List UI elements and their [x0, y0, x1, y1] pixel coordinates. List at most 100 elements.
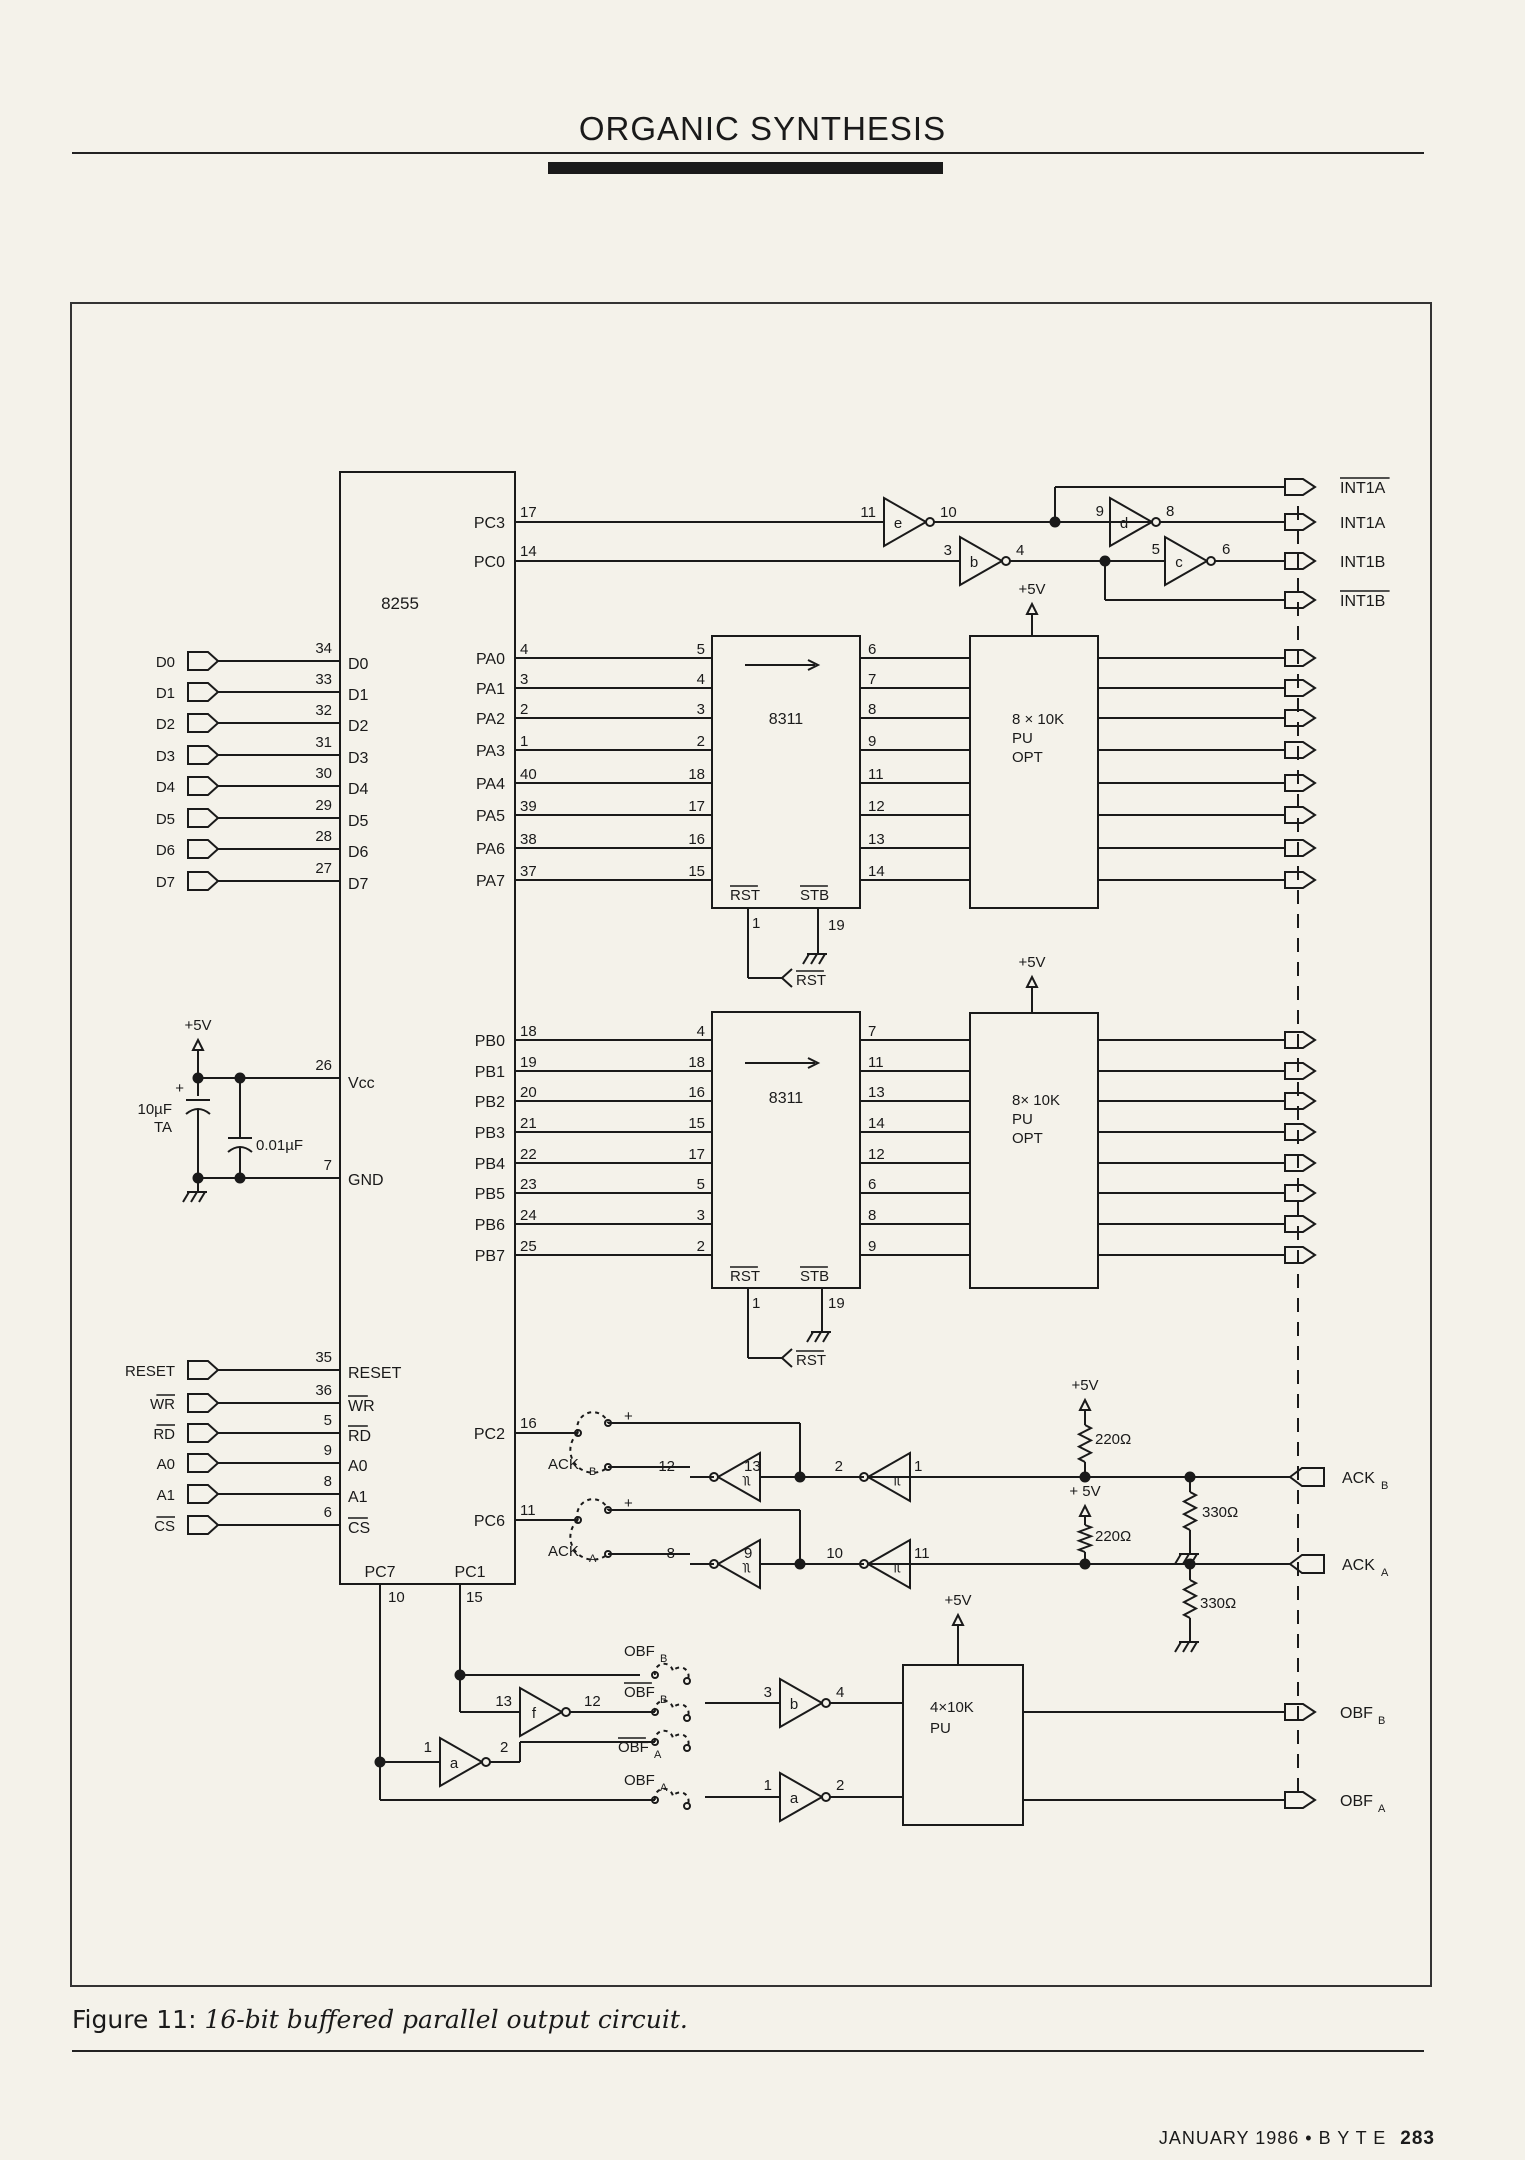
output-connector-obfb: [1284, 1703, 1317, 1721]
pin-number: 1: [764, 1777, 772, 1794]
pin-label-d7: D7: [348, 876, 369, 893]
pin-label-pc0: PC0: [474, 554, 505, 571]
resistor: [1181, 1579, 1199, 1619]
pin-label-pa4: PA4: [476, 776, 505, 793]
pin-number: 9: [324, 1442, 332, 1459]
output-connector-port-b: [1284, 1031, 1317, 1049]
obfa-out-label: OBF: [1340, 1793, 1373, 1810]
pin-number: 16: [688, 831, 705, 848]
data-input-label-d1: D1: [156, 685, 175, 702]
data-input-label-d2: D2: [156, 716, 175, 733]
pin-number: 27: [315, 860, 332, 877]
pin-label-a1: A1: [348, 1489, 368, 1506]
pin-number: 9: [744, 1545, 752, 1562]
pin-number: 31: [315, 734, 332, 751]
pin-number: 36: [315, 1382, 332, 1399]
jumper-option: [653, 1662, 690, 1682]
obfb-bar-label: OBF: [624, 1684, 655, 1701]
pin-number: 10: [940, 504, 957, 521]
footer-issue: JANUARY 1986 • B Y T E: [1158, 2128, 1387, 2148]
pin-label-rst: RST: [730, 1268, 760, 1285]
ack-jumper: [576, 1411, 609, 1434]
jumper-pin: [574, 1516, 582, 1524]
inverter-gate-a2: [779, 1771, 825, 1823]
ctrl-input-label-cs: CS: [154, 1518, 175, 1535]
pin-label-d4: D4: [348, 781, 369, 798]
pin-number: 8: [667, 1545, 675, 1562]
pin-label-d6: D6: [348, 844, 369, 861]
pin-number: 20: [520, 1084, 537, 1101]
output-connector-port-a: [1284, 741, 1317, 759]
chip-8255-name: 8255: [381, 594, 419, 613]
pin-label-pb2: PB2: [475, 1094, 505, 1111]
gate-letter: d: [1120, 515, 1128, 532]
inverter-bubble: [925, 517, 935, 527]
pin-label-pc1: PC1: [454, 1564, 485, 1581]
pin-number: 13: [495, 1693, 512, 1710]
schmitt-symbol: ɿʅ: [742, 1558, 750, 1573]
output-connector-int: [1284, 478, 1317, 496]
pin-number: 5: [1152, 541, 1160, 558]
inverter-gate-c: [1164, 535, 1210, 587]
jumper-option: [653, 1787, 690, 1807]
gate-letter: e: [894, 515, 902, 532]
jumper-pin: [683, 1802, 691, 1810]
pin-number: 3: [764, 1684, 772, 1701]
pin-number: 23: [520, 1176, 537, 1193]
inverter-gate-f: [519, 1686, 565, 1738]
pin-number: 11: [860, 504, 876, 521]
schmitt-symbol: ɿʅ: [892, 1558, 900, 1573]
pin-number: 37: [520, 863, 537, 880]
pin-number: 17: [688, 1146, 705, 1163]
ground-symbol: [1174, 1641, 1182, 1653]
ground-symbol: [182, 1191, 190, 1203]
jumper-pin: [651, 1708, 659, 1716]
output-connector-port-a: [1284, 649, 1317, 667]
pin-number: 1: [520, 733, 528, 750]
obfa-out-sub: A: [1378, 1803, 1386, 1815]
pin-label-pb4: PB4: [475, 1156, 505, 1173]
footer-rule: [72, 2050, 1424, 2052]
supply-arrow: [1078, 1503, 1092, 1517]
pin-number: 11: [914, 1545, 930, 1562]
data-input-label-d4: D4: [156, 779, 175, 796]
gate-letter: f: [532, 1705, 537, 1722]
supply-arrow: [1025, 974, 1039, 988]
data-input-connector: [187, 745, 220, 765]
pin-number: 3: [520, 671, 528, 688]
data-input-connector: [187, 776, 220, 796]
ground-symbol: [806, 1331, 814, 1343]
pullup-c-text: 4×10K: [930, 1699, 974, 1716]
pin-number: 4: [697, 671, 705, 688]
resistor: [1076, 1424, 1094, 1463]
pin-label-d2: D2: [348, 718, 369, 735]
pin-number: 10: [826, 1545, 843, 1562]
pin-number: 10: [388, 1589, 405, 1606]
pin-label-pc3: PC3: [474, 515, 505, 532]
ack-label: ACK: [1342, 1470, 1375, 1487]
pullup-block-c: [902, 1664, 1024, 1826]
output-connector-obfa: [1284, 1791, 1317, 1809]
pin-number: 18: [520, 1023, 537, 1040]
supply-ack-a: + 5V: [1069, 1483, 1100, 1500]
supply-arrow: [951, 1612, 965, 1626]
chip-8311-b: [711, 1011, 861, 1289]
data-input-label-d0: D0: [156, 654, 175, 671]
figure-caption: Figure 11: 16-bit buffered parallel outp…: [72, 2005, 688, 2034]
jumper-plus: +: [624, 1495, 633, 1512]
output-connector-int: [1284, 513, 1317, 531]
pullup-block-b: [969, 1012, 1099, 1289]
pin-number: 2: [520, 701, 528, 718]
obfa-bar-label: OBF: [618, 1739, 649, 1756]
pin-number: 5: [697, 641, 705, 658]
ack-input-connector: [1288, 1467, 1325, 1487]
ground-symbol: [1190, 1553, 1198, 1565]
header-rule: [72, 152, 1424, 154]
pin-number: 26: [315, 1057, 332, 1074]
inverter-bubble: [481, 1757, 491, 1767]
output-connector-port-b: [1284, 1092, 1317, 1110]
pin-number: 3: [697, 701, 705, 718]
pin-number: 3: [944, 542, 952, 559]
obfa-bar-sub: A: [654, 1749, 662, 1761]
